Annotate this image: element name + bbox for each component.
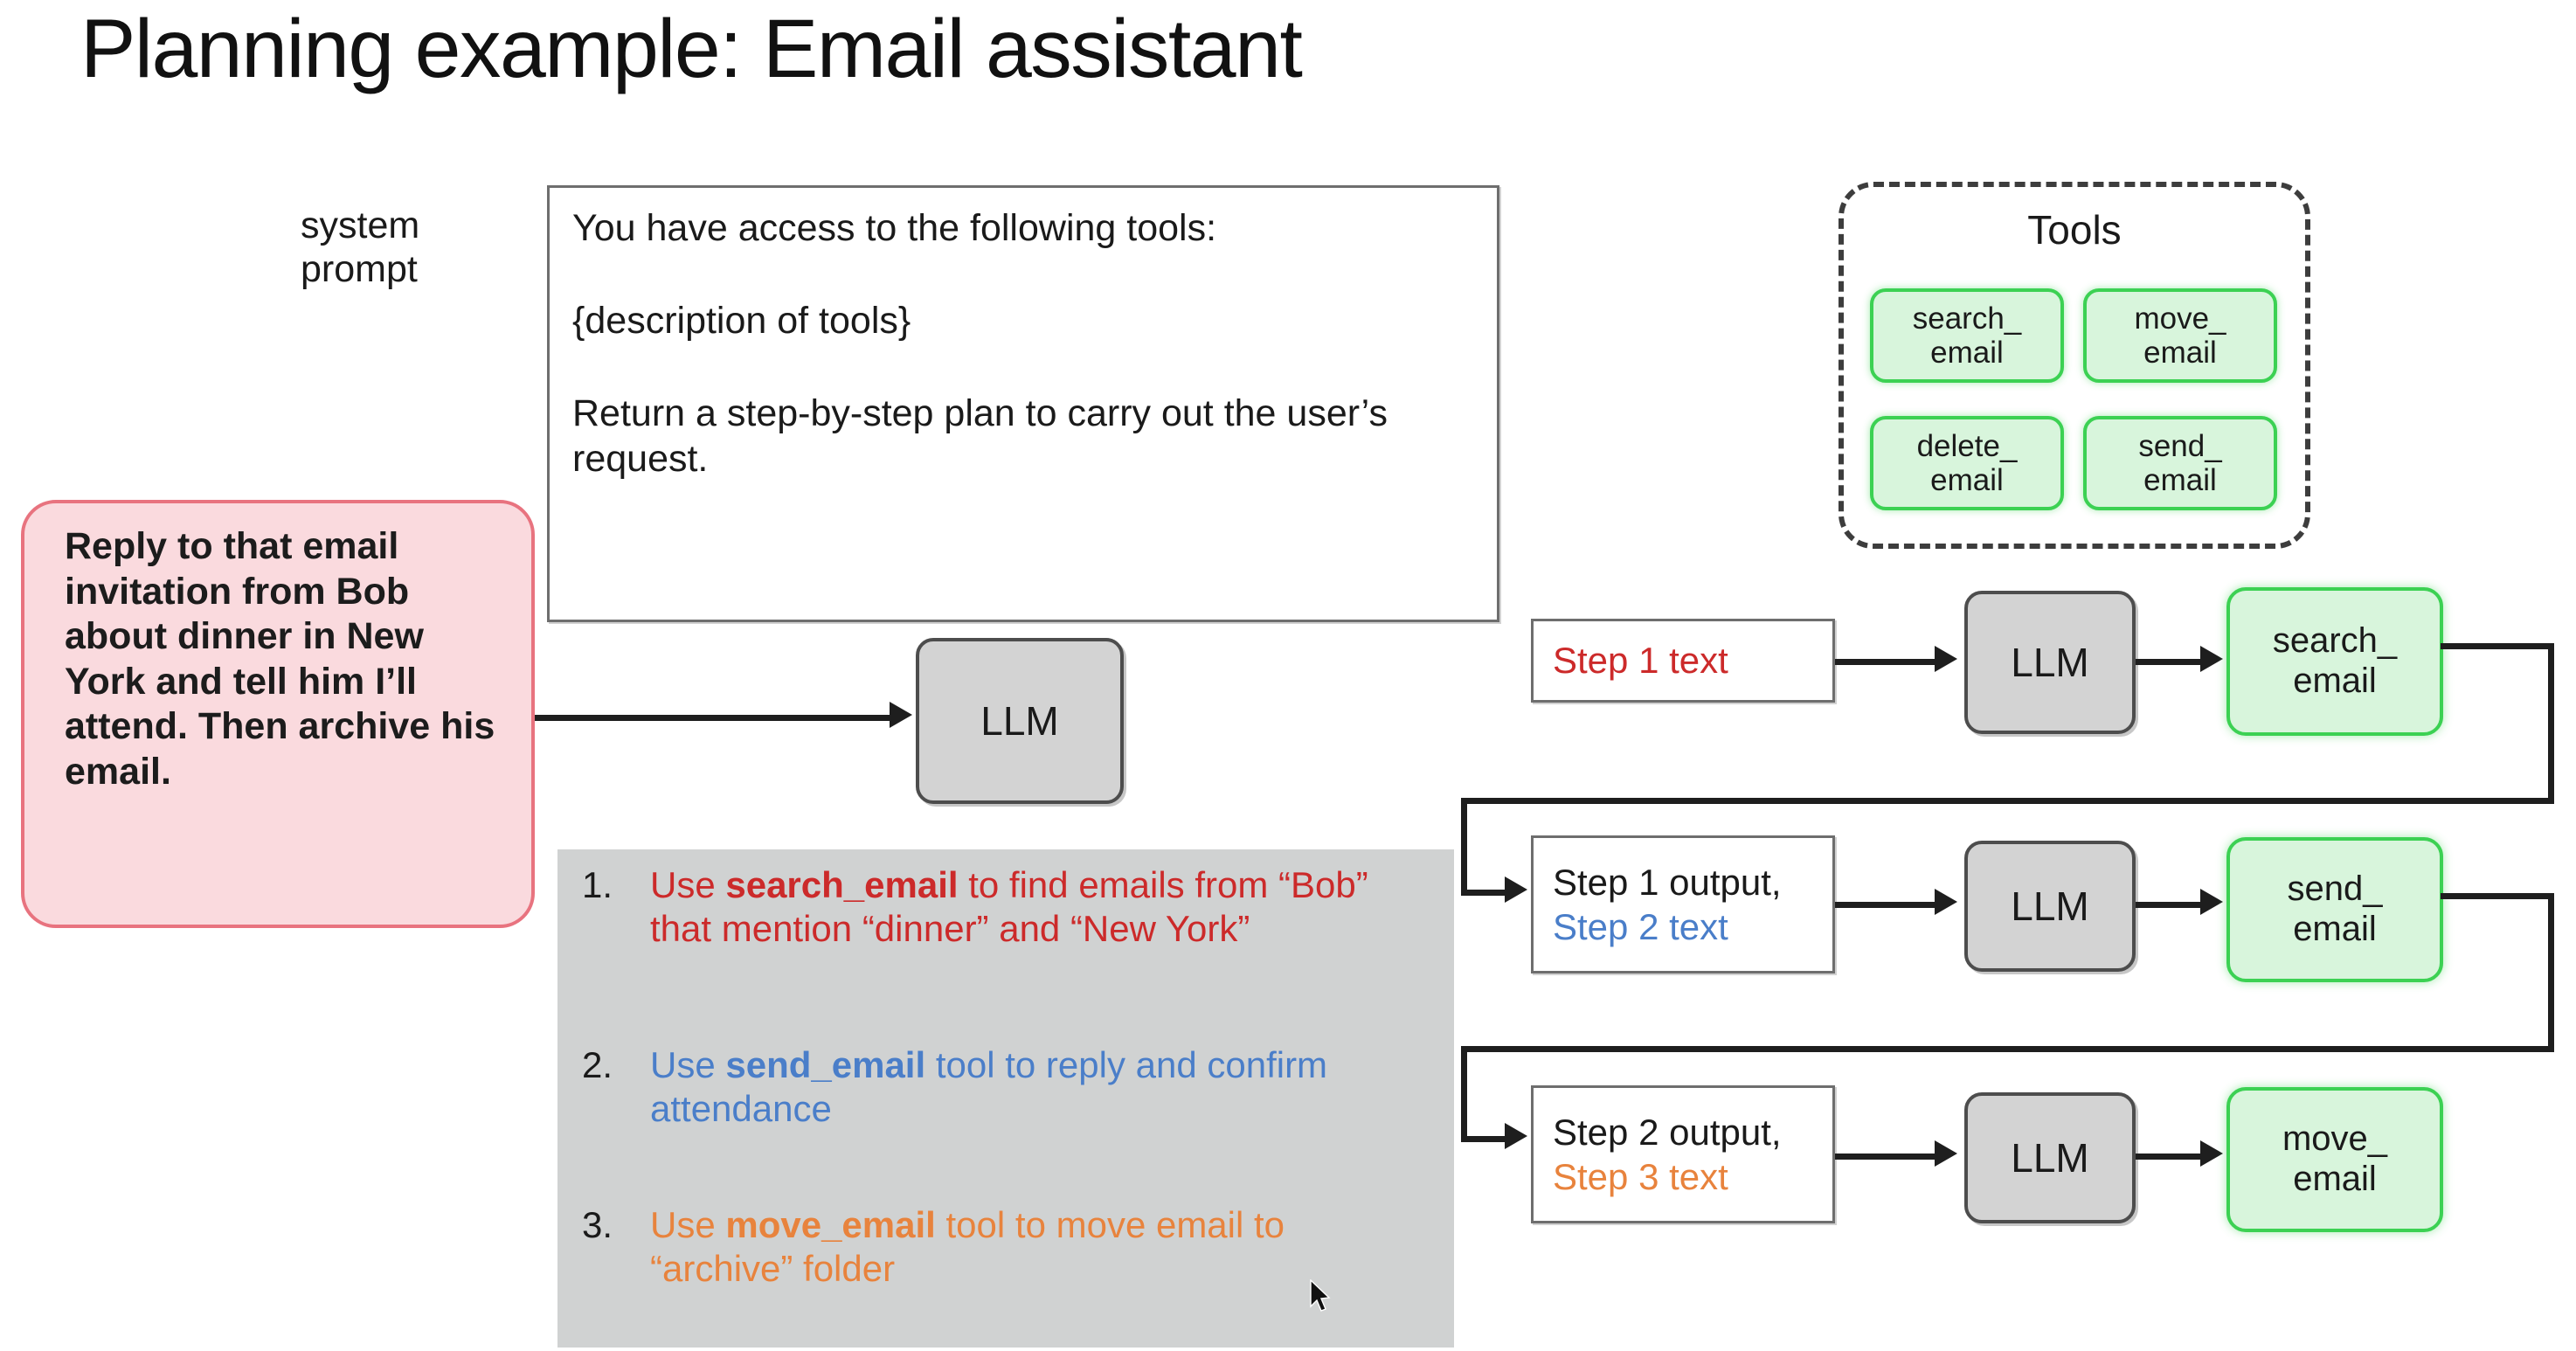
- system-prompt-label: system prompt: [301, 204, 420, 291]
- connector-llm1-to-tool: [2136, 659, 2206, 665]
- plan-item-prefix: Use: [650, 864, 726, 905]
- connector-llm2-to-tool: [2136, 902, 2206, 908]
- arrowhead-step2-to-llm: [1935, 889, 1957, 915]
- arrowhead-step3-to-llm: [1935, 1140, 1957, 1167]
- plan-item-tool: send_email: [725, 1044, 926, 1085]
- tool-chip-move-email[interactable]: move_ email: [2083, 288, 2277, 383]
- connector-step3-to-llm: [1835, 1154, 1940, 1160]
- plan-item-suffix: tool to move email to “archive” folder: [650, 1204, 1285, 1289]
- step-input-line1: Step 1 output,: [1553, 861, 1782, 903]
- page-title: Planning example: Email assistant: [80, 3, 1303, 95]
- plan-list-item: 2. Use send_email tool to reply and conf…: [582, 1043, 1393, 1131]
- plan-list-item: 3. Use move_email tool to move email to …: [582, 1203, 1393, 1291]
- pipeline-step-input-1: Step 1 text: [1531, 619, 1835, 703]
- feedback-1-segment-right: [2441, 643, 2554, 649]
- feedback-2-segment-in: [1461, 1136, 1512, 1142]
- step-input-line2: Step 1 text: [1553, 640, 1728, 682]
- plan-item-tool: move_email: [725, 1204, 936, 1245]
- tools-group-title: Tools: [2027, 207, 2122, 253]
- arrowhead-user-to-llm: [890, 702, 912, 728]
- feedback-1-segment-in: [1461, 890, 1512, 896]
- connector-step2-to-llm: [1835, 902, 1940, 908]
- system-prompt-text: You have access to the following tools: …: [572, 207, 1388, 481]
- tool-output-search-email[interactable]: search_ email: [2226, 587, 2443, 736]
- tool-output-move-email[interactable]: move_ email: [2226, 1087, 2443, 1232]
- plan-list-item: 1. Use search_email to find emails from …: [582, 863, 1393, 951]
- step-input-line2: Step 2 text: [1553, 906, 1728, 947]
- system-prompt-box: You have access to the following tools: …: [547, 185, 1499, 622]
- plan-item-suffix: to find emails from “Bob” that mention “…: [650, 864, 1368, 949]
- user-request-text: Reply to that email invitation from Bob …: [65, 525, 506, 793]
- mouse-pointer-icon: [1310, 1279, 1331, 1312]
- connector-user-to-llm: [535, 715, 897, 721]
- connector-llm3-to-tool: [2136, 1154, 2206, 1160]
- tool-output-send-email[interactable]: send_ email: [2226, 837, 2443, 982]
- connector-step1-to-llm: [1835, 659, 1940, 665]
- feedback-2-segment-down: [2548, 893, 2554, 1052]
- step-input-line2: Step 3 text: [1553, 1156, 1728, 1197]
- plan-item-suffix: tool to reply and confirm attendance: [650, 1044, 1328, 1129]
- arrowhead-llm3-to-tool: [2200, 1140, 2223, 1167]
- feedback-2-segment-right: [2441, 893, 2554, 899]
- arrowhead-llm2-to-tool: [2200, 889, 2223, 915]
- plan-item-text: Use move_email tool to move email to “ar…: [650, 1203, 1393, 1291]
- llm-box-main: LLM: [916, 638, 1124, 804]
- arrowhead-feedback-2: [1505, 1123, 1527, 1149]
- arrowhead-llm1-to-tool: [2200, 646, 2223, 672]
- llm-box-row-1: LLM: [1964, 591, 2136, 734]
- feedback-2-segment-down2: [1461, 1046, 1467, 1142]
- plan-item-number: 1.: [582, 864, 613, 905]
- pipeline-step-input-3: Step 2 output, Step 3 text: [1531, 1085, 1835, 1223]
- feedback-2-segment-left: [1461, 1046, 2554, 1052]
- tool-chip-send-email[interactable]: send_ email: [2083, 416, 2277, 510]
- plan-item-tool: search_email: [725, 864, 959, 905]
- plan-output-box: 1. Use search_email to find emails from …: [557, 849, 1454, 1348]
- step-input-line1: Step 2 output,: [1553, 1111, 1782, 1153]
- tools-group: Tools search_ email move_ email delete_ …: [1839, 182, 2310, 549]
- feedback-1-segment-down2: [1461, 798, 1467, 896]
- pipeline-step-input-2: Step 1 output, Step 2 text: [1531, 835, 1835, 973]
- feedback-1-segment-down: [2548, 643, 2554, 804]
- plan-item-text: Use send_email tool to reply and confirm…: [650, 1043, 1393, 1131]
- feedback-1-segment-left: [1461, 798, 2554, 804]
- user-request-bubble: Reply to that email invitation from Bob …: [21, 500, 535, 928]
- llm-box-row-2: LLM: [1964, 841, 2136, 972]
- arrowhead-feedback-1: [1505, 876, 1527, 903]
- plan-item-prefix: Use: [650, 1204, 726, 1245]
- plan-item-number: 2.: [582, 1044, 613, 1085]
- plan-item-prefix: Use: [650, 1044, 726, 1085]
- tool-chip-delete-email[interactable]: delete_ email: [1870, 416, 2064, 510]
- plan-item-text: Use search_email to find emails from “Bo…: [650, 863, 1393, 951]
- tool-chip-search-email[interactable]: search_ email: [1870, 288, 2064, 383]
- llm-box-row-3: LLM: [1964, 1092, 2136, 1223]
- plan-item-number: 3.: [582, 1204, 613, 1245]
- arrowhead-step1-to-llm: [1935, 646, 1957, 672]
